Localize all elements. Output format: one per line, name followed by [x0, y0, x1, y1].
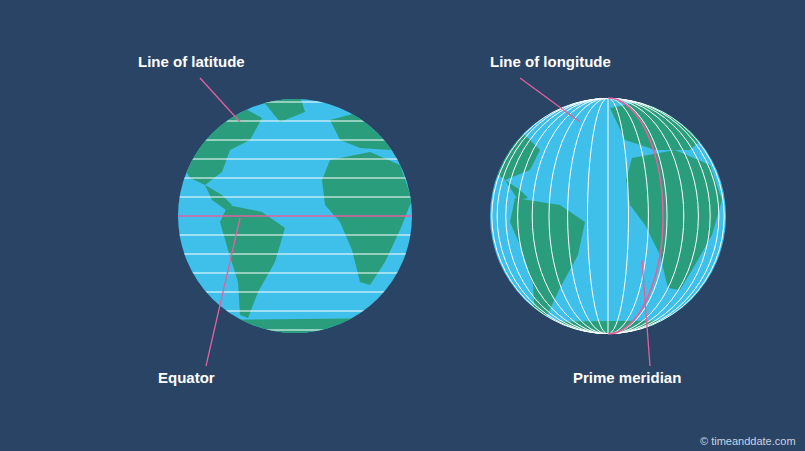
latitude-line	[170, 254, 420, 255]
latitude-line	[170, 197, 420, 198]
latitude-line	[170, 140, 420, 141]
right-globe	[490, 98, 726, 345]
callout-label: Line of latitude	[138, 53, 245, 70]
latitude-line	[170, 178, 420, 179]
latitude-line	[170, 159, 420, 160]
left-globe	[170, 96, 420, 340]
longitude-line	[588, 98, 629, 334]
longitude-line	[506, 98, 710, 334]
copyright-watermark: © timeanddate.com	[700, 435, 796, 447]
latitude-line	[170, 330, 420, 331]
longitude-line	[568, 98, 649, 334]
latitude-line	[170, 292, 420, 293]
longitude-line	[518, 98, 699, 334]
leader-lines	[200, 78, 650, 366]
latitude-line	[170, 311, 420, 312]
longitude-line	[549, 98, 667, 334]
latitude-line	[170, 235, 420, 236]
longitude-line	[492, 98, 724, 334]
longitude-line	[497, 98, 719, 334]
longitude-line	[608, 98, 609, 334]
latitude-line	[170, 102, 420, 103]
callout-label: Prime meridian	[573, 369, 681, 386]
latitude-line	[170, 121, 420, 122]
latitude-line	[170, 273, 420, 274]
callout-label: Equator	[158, 369, 215, 386]
callout-label: Line of longitude	[490, 53, 611, 70]
longitude-line	[532, 98, 684, 334]
